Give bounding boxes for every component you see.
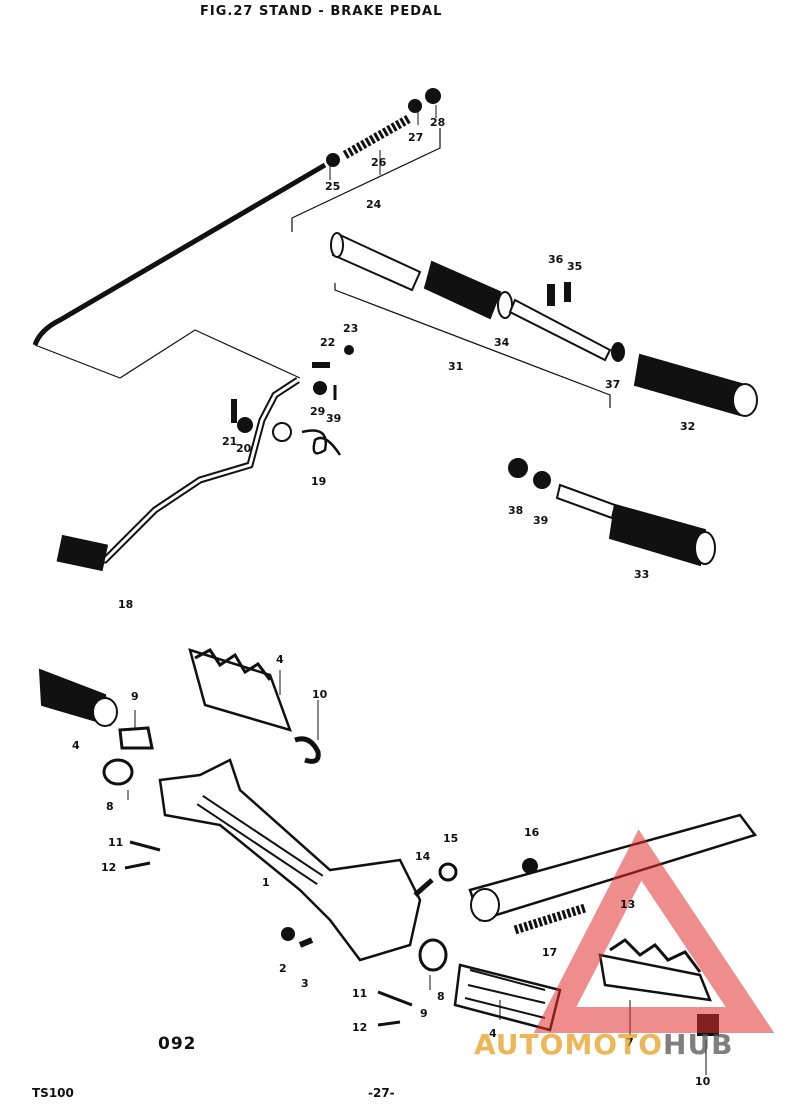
nut-37 (611, 342, 625, 362)
spring-sleeve (423, 260, 502, 320)
spring-10 (294, 736, 321, 764)
watermark-logo: AUTOMOTOHUB (474, 1028, 734, 1061)
callout-21: 21 (222, 435, 237, 448)
callout-1: 1 (262, 876, 270, 889)
washer-20 (237, 417, 253, 433)
bracket-9 (118, 726, 154, 750)
brake-rod (32, 162, 327, 346)
spring-19 (301, 429, 342, 456)
watermark-part2: HUB (663, 1028, 734, 1061)
pedal-tip (56, 534, 109, 572)
nut-28 (425, 88, 441, 104)
footpeg-7 (598, 953, 712, 1002)
washer-2 (281, 927, 295, 941)
callout-23: 23 (343, 322, 358, 335)
spring-17 (513, 903, 587, 935)
callout-18: 18 (118, 598, 133, 611)
callout-34: 34 (494, 336, 510, 349)
callout-26: 26 (371, 156, 387, 169)
callout-15: 15 (443, 832, 458, 845)
footpeg-32 (633, 353, 747, 417)
callout-4-left: 4 (72, 739, 80, 752)
callout-17: 17 (542, 946, 557, 959)
callout-11-left: 11 (108, 836, 123, 849)
washer-15 (438, 862, 458, 882)
callout-32: 32 (680, 420, 695, 433)
callout-10-bottom: 10 (695, 1075, 711, 1088)
callout-39-b: 39 (533, 514, 548, 527)
bolt-12-left (124, 861, 151, 870)
washer-39 (533, 471, 551, 489)
callout-8-left: 8 (106, 800, 114, 813)
watermark-triangle (533, 829, 775, 1033)
callout-16: 16 (524, 826, 540, 839)
brake-pedal-18 (59, 377, 300, 564)
callout-19: 19 (311, 475, 326, 488)
washer-29 (313, 381, 327, 395)
watermark-part1: AUTOMOTO (474, 1028, 664, 1061)
bracket-31 (334, 283, 611, 408)
page-code: 092 (158, 1034, 197, 1054)
callout-25: 25 (325, 180, 340, 193)
footpeg-33 (608, 503, 707, 567)
nut-23 (344, 345, 354, 355)
callout-9-bottom: 9 (420, 1007, 428, 1020)
washer-8-left (102, 758, 134, 786)
nut-27 (408, 99, 422, 113)
callout-4-bottom: 4 (489, 1027, 497, 1040)
callout-36: 36 (548, 253, 564, 266)
callout-39-a: 39 (326, 412, 341, 425)
bracket-24 (291, 128, 441, 232)
callout-28: 28 (430, 116, 445, 129)
callout-33: 33 (634, 568, 649, 581)
pedal-pivot (272, 422, 292, 442)
bolt-11-left (129, 840, 161, 852)
callout-27: 27 (408, 131, 423, 144)
callout-22: 22 (320, 336, 335, 349)
callout-14: 14 (415, 850, 431, 863)
callout-12-left: 12 (101, 861, 116, 874)
callout-8-right: 8 (437, 990, 445, 1003)
washer-8-right (418, 938, 448, 972)
callout-11-right: 11 (352, 987, 367, 1000)
bolt-36 (547, 284, 555, 306)
callout-37: 37 (605, 378, 620, 391)
footrest-shaft (508, 298, 612, 362)
model-label: TS100 (32, 1086, 74, 1100)
callout-38: 38 (508, 504, 523, 517)
bolt-12-right (377, 1020, 401, 1027)
callout-24: 24 (366, 198, 382, 211)
callout-4-right: 4 (276, 653, 284, 666)
pin-21 (231, 399, 237, 423)
bolt-14 (413, 878, 434, 897)
callout-20: 20 (236, 442, 252, 455)
figure-title: FIG.27 STAND - BRAKE PEDAL (200, 4, 443, 19)
callout-31: 31 (448, 360, 463, 373)
callout-10-top: 10 (312, 688, 328, 701)
callout-29: 29 (310, 405, 325, 418)
spring-26 (342, 114, 413, 159)
bolt-11-right (377, 990, 413, 1007)
bolt-3 (298, 937, 314, 948)
pin-35 (564, 282, 571, 302)
footrest-tube (331, 233, 422, 292)
footpeg-shaft-33 (555, 483, 617, 520)
nut-16 (522, 858, 538, 874)
callout-3: 3 (301, 977, 309, 990)
washer-34 (497, 291, 513, 319)
washer-25 (326, 153, 340, 167)
page-number: -27- (368, 1086, 395, 1100)
nut-38 (508, 458, 528, 478)
callout-9-top: 9 (131, 690, 139, 703)
callout-12-right: 12 (352, 1021, 367, 1034)
brake-rod-leader (34, 329, 301, 379)
callout-7: 7 (626, 1036, 634, 1049)
callout-35: 35 (567, 260, 582, 273)
callout-2: 2 (279, 962, 287, 975)
callout-13: 13 (620, 898, 635, 911)
